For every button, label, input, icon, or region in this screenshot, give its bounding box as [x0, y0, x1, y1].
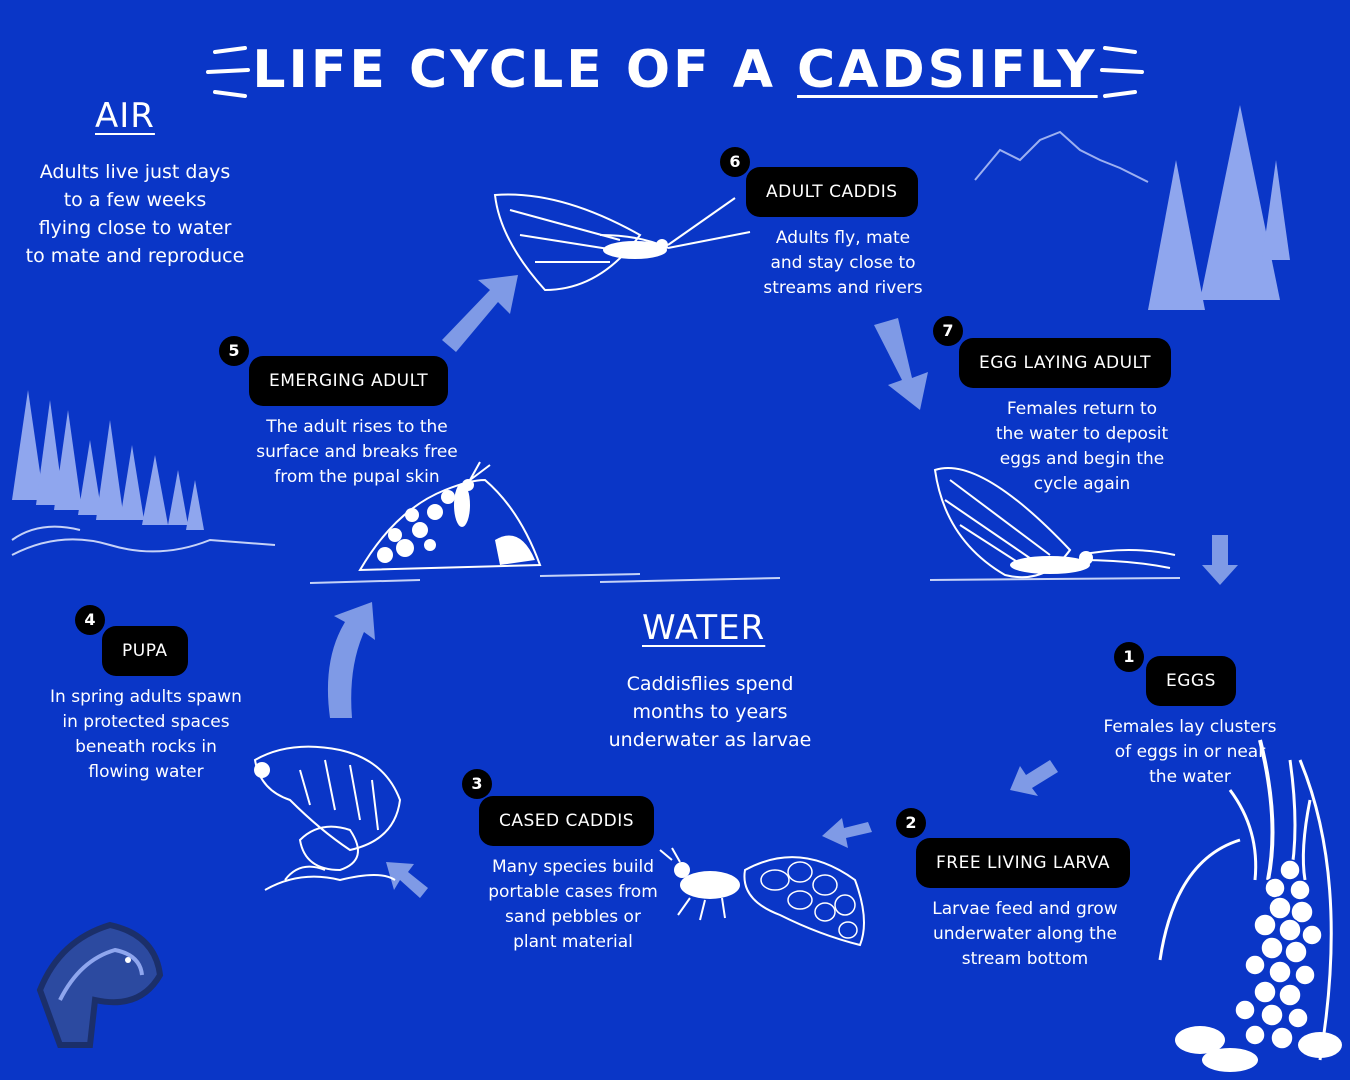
stage-3-number: 3	[462, 769, 492, 799]
cased-caddis-illustration	[659, 847, 865, 947]
stage-2-label: FREE LIVING LARVA	[916, 838, 1130, 888]
air-description: Adults live just days to a few weeks fly…	[25, 161, 245, 267]
water-surface	[309, 573, 1181, 584]
arrow-emerging-to-adult	[442, 275, 518, 352]
forest-left-icon	[12, 390, 204, 530]
egg-laying-adult-body	[1010, 551, 1093, 574]
stage-4-number: 4	[75, 605, 105, 635]
stage-1-label: EGGS	[1146, 656, 1236, 706]
fishing-map-logo-icon	[36, 921, 164, 1048]
stage-5-description: The adult rises to the surface and break…	[256, 417, 458, 487]
adult-caddis-body	[603, 239, 668, 259]
adult-caddis-illustration	[493, 193, 751, 292]
stage-2-number: 2	[896, 808, 926, 838]
title-highlight: CADSIFLY	[797, 40, 1098, 100]
stage-3-description: Many species build portable cases from s…	[488, 857, 658, 952]
title-prefix: LIFE CYCLE OF A	[252, 40, 776, 100]
arrow-cased-to-pupa	[386, 862, 428, 898]
emerging-adult-illustration	[358, 461, 542, 572]
arrow-larva-to-cased	[822, 818, 872, 848]
stage-1-number: 1	[1114, 642, 1144, 672]
stage-6-description: Adults fly, mate and stay close to strea…	[763, 228, 923, 298]
stage-1-description: Females lay clusters of eggs in or near …	[1103, 717, 1277, 787]
stage-4-description: In spring adults spawn in protected spac…	[50, 687, 242, 782]
stage-4-label: PUPA	[102, 626, 188, 676]
pine-trees-right-icon	[1148, 105, 1290, 310]
arrow-adult-to-egglaying	[874, 318, 928, 410]
water-heading: WATER	[642, 608, 766, 648]
stage-3-label: CASED CADDIS	[479, 796, 655, 846]
arrow-egglaying-to-eggs	[1202, 535, 1238, 585]
pupa-illustration	[253, 745, 402, 891]
stage-7-number: 7	[933, 316, 963, 346]
arrow-eggs-to-larva	[1010, 760, 1058, 796]
page-title: LIFE CYCLE OF A CADSIFLY	[0, 40, 1350, 100]
riverbank-left	[11, 525, 276, 556]
stage-7-description: Females return to the water to deposit e…	[995, 399, 1169, 494]
stage-5-label: EMERGING ADULT	[249, 356, 449, 406]
stage-6-label: ADULT CADDIS	[746, 167, 918, 217]
cycle-arrows	[327, 275, 1238, 898]
mountains-icon	[974, 130, 1149, 183]
title-dashes-left	[206, 46, 250, 98]
title-dashes-right	[1100, 46, 1144, 98]
stage-2-description: Larvae feed and grow underwater along th…	[932, 899, 1118, 969]
eggs-on-plant-illustration	[1158, 739, 1342, 1072]
stage-5-number: 5	[219, 336, 249, 366]
arrow-pupa-to-emerging	[327, 602, 375, 718]
air-heading: AIR	[95, 96, 155, 136]
pupa-head	[254, 762, 270, 778]
stage-6-number: 6	[720, 147, 750, 177]
stage-7-label: EGG LAYING ADULT	[959, 338, 1172, 388]
water-description: Caddisflies spend months to years underw…	[608, 673, 812, 751]
